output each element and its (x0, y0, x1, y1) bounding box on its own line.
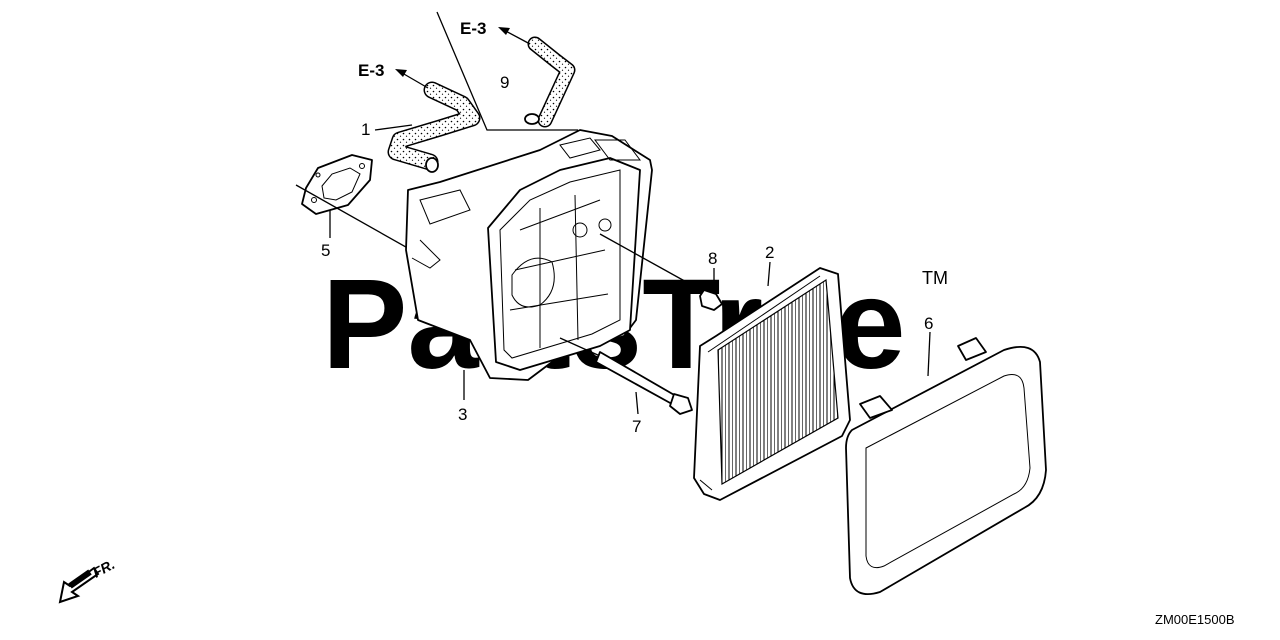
leader-6 (927, 331, 931, 377)
diagram-code: ZM00E1500B (1155, 612, 1235, 627)
tube-9 (524, 36, 576, 128)
air-cleaner-case-3 (405, 129, 653, 381)
callout-7: 7 (632, 417, 641, 436)
callout-9: 9 (500, 73, 509, 92)
reference-arrow-e3-upper (498, 27, 531, 45)
bolt-7 (559, 337, 693, 415)
callout-5: 5 (321, 241, 330, 260)
leader-1 (374, 124, 413, 131)
flange-bolt-8 (599, 233, 723, 311)
breather-tube-1 (387, 81, 481, 173)
leader-top-route (436, 11, 578, 131)
front-indicator: FR. (58, 556, 117, 604)
leader-gasket-link (295, 184, 421, 256)
ref-label-e3-upper: E-3 (460, 19, 486, 38)
watermark-trademark: TM (922, 268, 948, 288)
callout-8: 8 (708, 249, 717, 268)
callout-2: 2 (765, 243, 774, 262)
air-filter-element-2 (693, 267, 851, 501)
reference-arrow-e3-lower (395, 69, 429, 89)
air-cleaner-cover-6 (845, 337, 1047, 596)
gasket-5 (301, 154, 373, 215)
callout-6: 6 (924, 314, 933, 333)
leader-7 (635, 391, 639, 415)
ref-label-e3-lower: E-3 (358, 61, 384, 80)
leader-2 (767, 261, 771, 287)
callout-1: 1 (361, 120, 370, 139)
callout-3: 3 (458, 405, 467, 424)
